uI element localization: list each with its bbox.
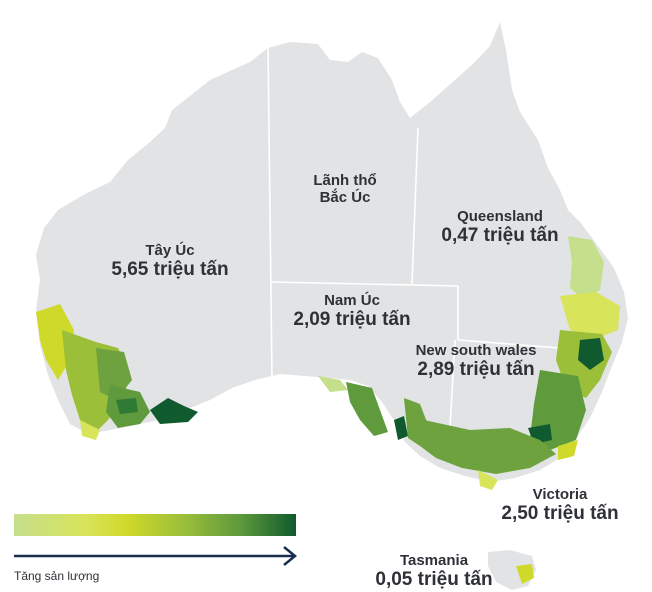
region-name: Tây Úc — [145, 242, 195, 259]
label-vic: Victoria 2,50 triệu tấn — [470, 486, 650, 525]
label-sa: Nam Úc 2,09 triệu tấn — [262, 292, 442, 331]
region-name: Lãnh thổ — [313, 172, 377, 189]
label-tas: Tasmania 0,05 triệu tấn — [344, 552, 524, 591]
region-value: 0,05 triệu tấn — [375, 569, 493, 591]
region-name: Nam Úc — [324, 292, 380, 309]
region-name: New south wales — [415, 342, 537, 359]
legend-gradient-bar — [14, 514, 296, 536]
label-nsw: New south wales 2,89 triệu tấn — [386, 342, 566, 381]
region-value: 2,09 triệu tấn — [293, 309, 411, 331]
tas-production-zone — [516, 564, 534, 584]
region-name: Tasmania — [399, 552, 469, 569]
wa-production-zone — [36, 304, 198, 440]
region-name: Queensland — [457, 208, 543, 225]
legend-arrow-icon — [14, 546, 297, 566]
mainland-australia — [36, 22, 628, 482]
nsw-vic-production-zone — [420, 236, 620, 490]
label-nt: Lãnh thổ Bắc Úc — [280, 172, 410, 207]
sa-production-zone — [318, 376, 430, 446]
region-name: Victoria — [532, 486, 588, 503]
label-qld: Queensland 0,47 triệu tấn — [410, 208, 590, 247]
label-wa: Tây Úc 5,65 triệu tấn — [80, 242, 260, 281]
region-value: 0,47 triệu tấn — [441, 225, 559, 247]
region-value: 5,65 triệu tấn — [111, 259, 229, 281]
region-value: 2,89 triệu tấn — [417, 359, 535, 381]
legend-label: Tăng sản lượng — [14, 569, 100, 583]
region-name-line2: Bắc Úc — [319, 189, 371, 207]
region-value: 2,50 triệu tấn — [501, 503, 619, 525]
